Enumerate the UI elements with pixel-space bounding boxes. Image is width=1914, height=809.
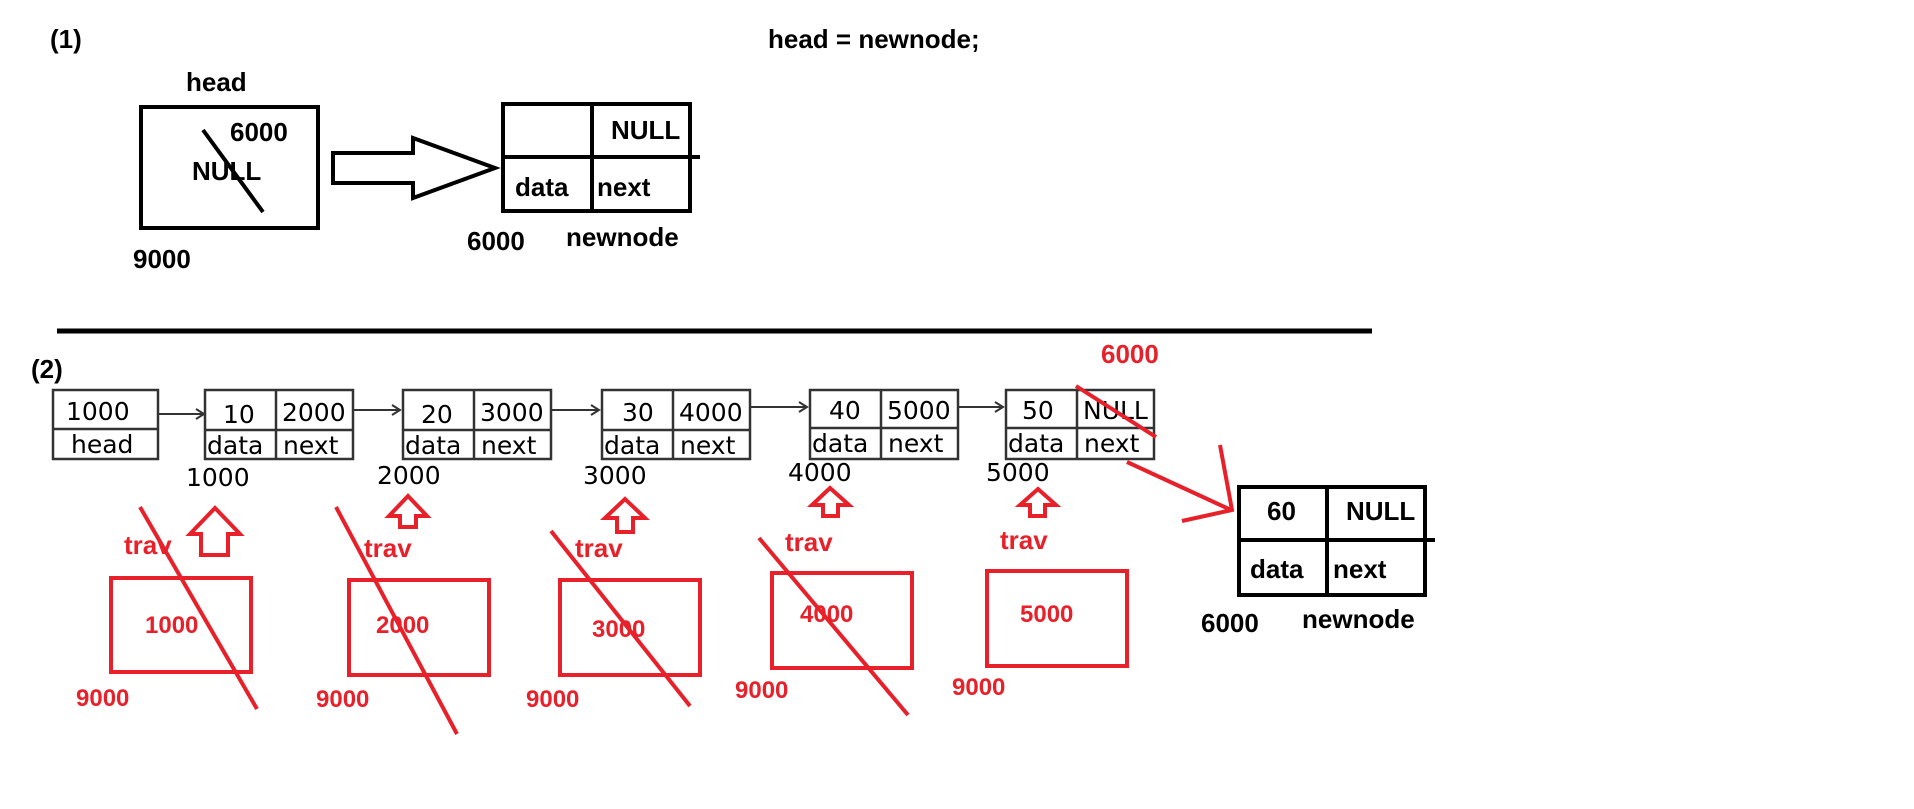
node-next-label: next [1084,429,1140,458]
node-address: 5000 [986,458,1050,487]
trav-address: 9000 [316,686,369,713]
node-data-value: 50 [1022,396,1054,425]
strike-trav [334,506,459,735]
list-node: 30 4000 data next 3000 [583,388,752,490]
strike-trav [549,529,692,708]
up-arrow-icon [806,485,855,518]
up-arrow-icon [1014,486,1062,518]
updated-next-value: 6000 [1101,339,1159,369]
strike-old-value [201,128,265,214]
part-2-label: (2) [31,354,63,384]
node-next-label: next [680,431,736,460]
link-arrow-icon [958,401,1005,413]
up-arrow-icon [185,505,245,557]
head-new-value: 6000 [230,117,288,147]
new-node-data-label: data [1250,554,1304,584]
up-arrow-icon [599,496,651,534]
node-data-value: 20 [421,400,453,429]
trav-box: trav 3000 9000 [526,529,702,713]
up-arrow-icon [384,493,432,529]
trav-label: trav [575,533,623,563]
head-address: 9000 [133,244,191,274]
new-node-next-label: next [1333,554,1387,584]
trav-label: trav [124,530,172,560]
list-node: 50 NULL data next 5000 [986,388,1156,487]
node-data-value: 40 [829,396,861,425]
trav-address: 9000 [76,685,129,712]
list-node: 20 3000 data next 2000 [377,388,553,490]
block-arrow-icon [331,135,501,201]
head-node-label: head [71,430,133,459]
head-title: head [186,67,247,97]
head-node-value: 1000 [66,397,130,426]
trav-box: trav 5000 9000 [952,525,1129,701]
trav-label: trav [364,533,412,563]
node-next-label: next [481,431,537,460]
trav-address: 9000 [526,686,579,713]
new-node: 60 NULL data next 6000 newnode [1201,485,1435,638]
link-arrow-icon [158,408,206,420]
strike-null [1074,384,1158,439]
node-address: 1000 [186,463,250,492]
node-data-label: data [405,431,461,460]
trav-box: trav 4000 9000 [735,527,914,717]
new-node-address: 6000 [1201,608,1259,638]
trav-address: 9000 [735,677,788,704]
trav-box: trav 1000 9000 [76,505,259,712]
assignment-statement: head = newnode; [768,24,980,54]
new-node-data-value: 60 [1267,496,1296,526]
node-address: 4000 [788,458,852,487]
link-arrow-icon [551,404,601,416]
link-arrow-icon [1126,444,1235,523]
newnode-next-value: NULL [611,115,680,145]
head-variable-box [139,105,320,230]
list-node: 10 2000 data next 1000 [186,388,355,492]
node-address: 2000 [377,461,441,490]
part-1-label: (1) [50,24,82,54]
part-1: (1) head = newnode; head 6000 NULL 9000 … [50,24,980,274]
node-next-value: 3000 [480,398,544,427]
node-next-label: next [888,429,944,458]
trav-value: 5000 [1020,601,1073,628]
trav-value: 1000 [145,612,198,639]
strike-trav [138,505,259,711]
newnode-name: newnode [566,222,679,252]
trav-label: trav [1000,525,1048,555]
strike-trav [757,536,910,717]
node-address: 3000 [583,461,647,490]
newnode-data-label: data [515,172,569,202]
head-node [51,388,160,461]
new-node-name: newnode [1302,604,1415,634]
new-node-next-value: NULL [1346,496,1415,526]
node-data-label: data [812,429,868,458]
trav-box: trav 2000 9000 [316,506,491,735]
node-next-value: 5000 [887,396,951,425]
node-data-label: data [207,431,263,460]
link-arrow-icon [750,401,809,413]
newnode-next-label: next [597,172,651,202]
node-data-value: 10 [223,400,255,429]
list-node: 40 5000 data next 4000 [788,388,960,487]
node-next-value: 4000 [679,398,743,427]
node-data-label: data [1008,429,1064,458]
newnode-address: 6000 [467,226,525,256]
node-data-label: data [604,431,660,460]
node-next-label: next [283,431,339,460]
node-data-value: 30 [622,398,654,427]
trav-value: 4000 [800,601,853,628]
part-2: (2) 1000 head 10 2000 data next 1000 [31,339,1435,735]
trav-address: 9000 [952,674,1005,701]
trav-label: trav [785,527,833,557]
node-next-value: 2000 [282,398,346,427]
link-arrow-icon [353,404,402,416]
